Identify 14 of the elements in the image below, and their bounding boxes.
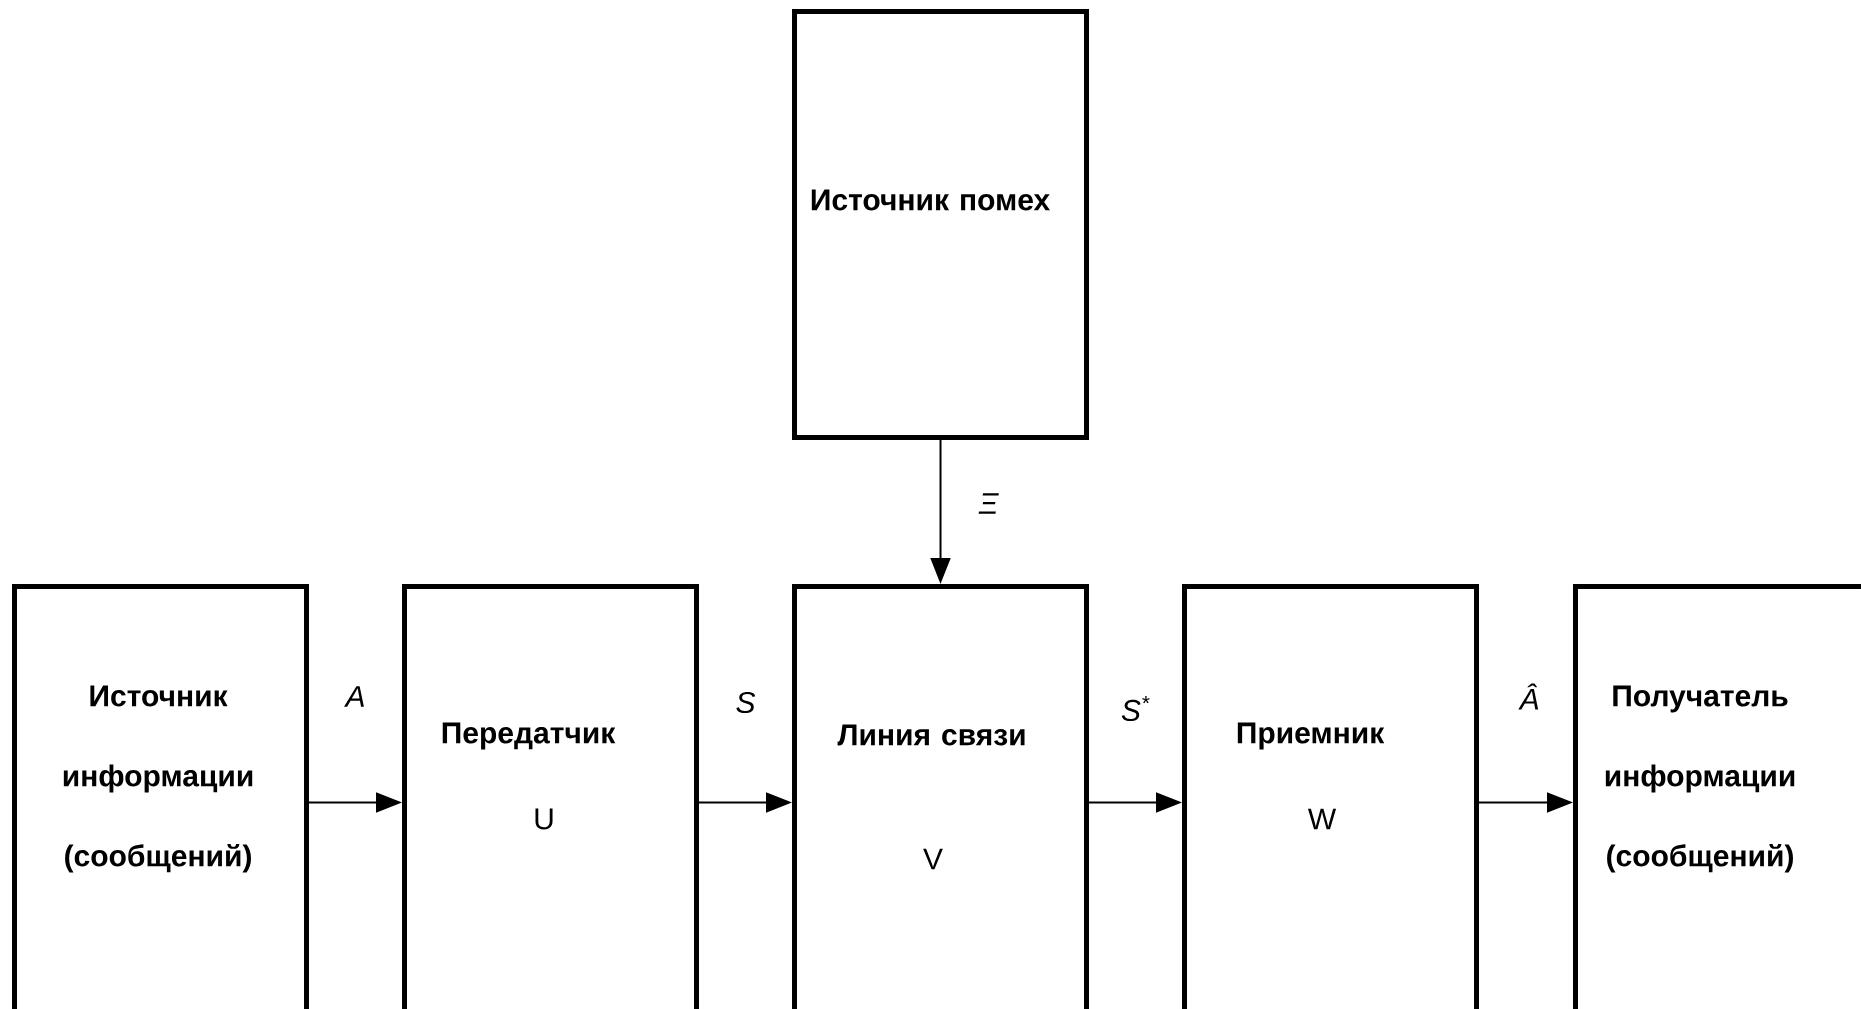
- block-label: W: [1308, 808, 1337, 830]
- block-label: Источник информации (сообщений): [63, 685, 253, 873]
- edge-label: Â: [1518, 683, 1539, 710]
- block-label: Линия связи: [837, 724, 1025, 746]
- edge-label: Ξ: [978, 493, 999, 514]
- block-label: V: [923, 848, 943, 870]
- block-label: Приемник: [1237, 722, 1385, 750]
- edge-label: S$^{*}$: [1121, 695, 1150, 722]
- block-label: U: [535, 808, 553, 830]
- block-label: Получатель информации (сообщений): [1605, 685, 1795, 873]
- edge-label: S: [736, 691, 756, 714]
- block-label: Источник помех: [811, 189, 1050, 211]
- block-label: Передатчик: [442, 722, 616, 750]
- edge-label: A: [344, 686, 364, 707]
